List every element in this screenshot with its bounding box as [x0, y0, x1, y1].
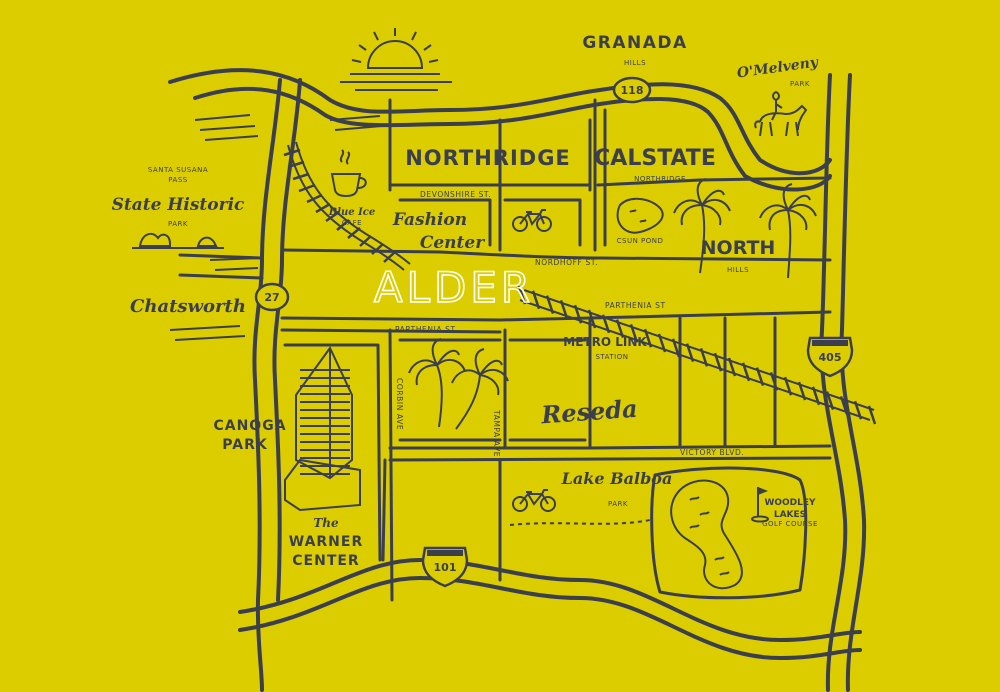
coffee-cup-icon [330, 149, 367, 198]
street-devonshire: DEVONSHIRE ST. [420, 190, 491, 199]
rail-tie [615, 319, 625, 338]
label-the: The [313, 516, 339, 530]
rail-tie [699, 348, 709, 367]
street-parthenia-west: PARTHENIA ST. [395, 325, 458, 334]
label-woodley: WOODLEY [764, 498, 816, 508]
rail-tie [685, 343, 695, 362]
map-title: ALDER [374, 263, 534, 312]
route-118-label: 118 [621, 84, 644, 97]
rail-tie [825, 391, 835, 410]
rail-tie [559, 300, 569, 319]
road-network [168, 68, 867, 692]
route-101-label: 101 [434, 561, 457, 574]
label-canoga-park: PARK [222, 437, 268, 453]
rail-tie [713, 352, 723, 372]
label-granada: GRANADA [582, 33, 687, 53]
street-nordhoff: NORDHOFF ST. [535, 258, 598, 267]
rail-tie [657, 333, 667, 353]
rail-tie [671, 338, 681, 358]
route-27-shield: 27 [254, 282, 290, 312]
palm-tree-icon [673, 178, 731, 274]
rail-tie [811, 386, 821, 406]
horse-rider-icon [754, 90, 808, 137]
label-santa-susana: SANTA SUSANA [148, 166, 208, 174]
pond-icon [616, 197, 664, 234]
label-center-warner: CENTER [292, 553, 359, 569]
rail-tie [727, 357, 737, 377]
railroad-north [283, 141, 411, 271]
label-center: Center [420, 233, 485, 253]
label-woodley-lakes: LAKES [774, 510, 806, 520]
rail-tie [573, 304, 583, 324]
label-north: NORTH [701, 237, 776, 259]
skyscraper-icon [284, 346, 361, 512]
rail-tie [601, 314, 611, 334]
label-blue-ice: Blue Ice [328, 207, 376, 218]
label-metrolink: METRO LINK [563, 335, 647, 349]
bicycle-icon [512, 489, 556, 512]
palm-tree-icon [451, 348, 509, 430]
route-405-shield: 405 [806, 336, 854, 378]
label-calstate-northridge: NORTHRIDGE [634, 175, 686, 183]
rail-tie [755, 367, 765, 386]
label-golf-course: GOLF COURSE [762, 520, 818, 528]
label-fashion: Fashion [392, 210, 467, 230]
rail-tie [643, 328, 653, 348]
rail-tie [853, 400, 863, 420]
route-118-shield: 118 [612, 76, 652, 104]
rail-tie [769, 372, 779, 391]
rail-tie [867, 405, 877, 425]
label-lake-balboa: Lake Balboa [561, 469, 673, 488]
rocks-icon [132, 232, 224, 249]
lake-icon [670, 479, 743, 590]
route-101-shield: 101 [421, 546, 469, 588]
bicycle-icon [512, 209, 552, 232]
rail-tie [517, 285, 527, 305]
street-tampa: TAMPA AVE [492, 409, 501, 457]
rail-tie [741, 362, 751, 382]
label-north-hills: HILLS [727, 266, 749, 274]
rail-tie [629, 324, 639, 343]
label-state-historic: State Historic [112, 195, 245, 215]
route-405-label: 405 [819, 351, 842, 364]
label-granada-hills: HILLS [624, 59, 646, 67]
label-omelveny: O'Melveny [736, 54, 820, 81]
label-canoga: CANOGA [213, 418, 286, 434]
label-santa-susana-pass: PASS [168, 176, 188, 184]
label-lake-balboa-park: PARK [608, 500, 628, 508]
label-warner: WARNER [289, 534, 364, 550]
rail-tie [587, 309, 597, 329]
label-omelveny-park: PARK [790, 80, 810, 88]
label-metrolink-station: STATION [595, 353, 628, 361]
route-27-label: 27 [264, 291, 279, 304]
palm-tree-icon [408, 338, 466, 428]
label-calstate: CALSTATE [594, 146, 716, 171]
label-chatsworth: Chatsworth [130, 296, 246, 317]
hatch-lines [169, 114, 383, 341]
golf-flag-icon [751, 487, 769, 523]
street-parthenia-east: PARTHENIA ST [605, 301, 666, 310]
railroad-metrolink [517, 285, 877, 425]
sun-icon [340, 28, 452, 91]
label-reseda: Reseda [539, 394, 638, 430]
street-corbin: CORBIN AVE [395, 378, 404, 430]
rail-tie [839, 396, 849, 415]
rail-tie [531, 290, 541, 310]
rail-tie [545, 295, 555, 314]
palm-tree-icon [759, 183, 817, 279]
rail-tie [797, 381, 807, 401]
label-csun-pond: CSUN POND [617, 237, 664, 245]
rail-tie [783, 376, 793, 396]
label-northridge: NORTHRIDGE [405, 146, 571, 170]
label-blue-ice-cafe: CAFE [342, 219, 362, 227]
label-park: PARK [168, 220, 188, 228]
street-victory: VICTORY BLVD. [680, 448, 744, 457]
